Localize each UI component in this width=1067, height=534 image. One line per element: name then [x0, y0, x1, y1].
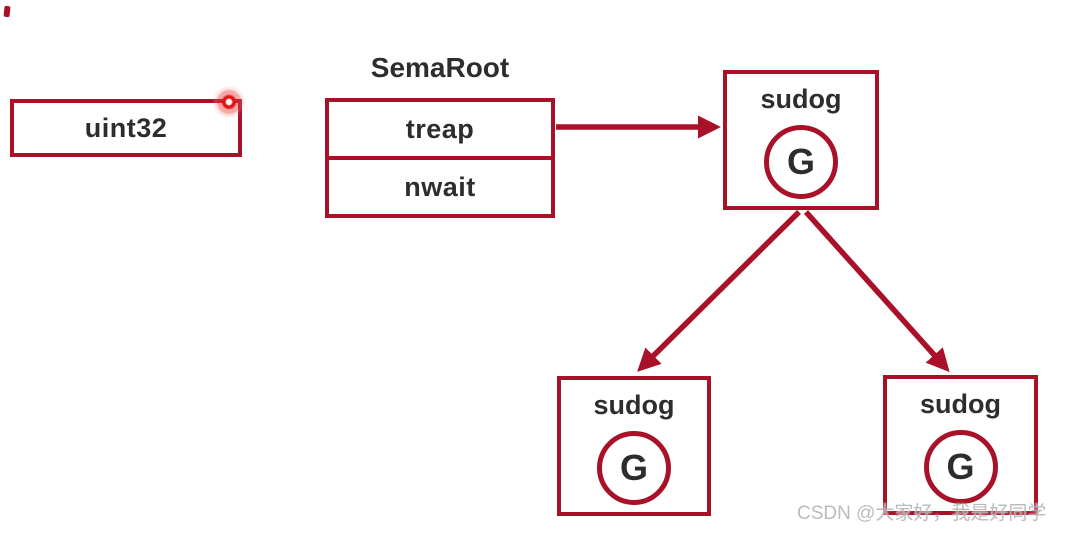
- goroutine-label-right: G: [946, 446, 975, 487]
- sudog-root-label: sudog: [760, 84, 842, 114]
- goroutine-circle-root: G: [764, 125, 838, 199]
- goroutine-circle-left: G: [597, 431, 671, 505]
- uint32-label: uint32: [84, 112, 168, 143]
- sudog-root-box: sudog G: [723, 70, 879, 210]
- arrow-sudog-to-right-child: [803, 210, 950, 373]
- semaroot-title: SemaRoot: [370, 52, 510, 83]
- nwait-label: nwait: [404, 171, 476, 202]
- goroutine-circle-right: G: [923, 430, 998, 504]
- sudog-left-box: sudog G: [557, 376, 711, 516]
- uint32-box: uint32: [10, 99, 242, 157]
- corner-mark: [3, 5, 11, 18]
- sudog-right-label: sudog: [920, 389, 1001, 419]
- sudog-left-label: sudog: [593, 390, 675, 420]
- semaroot-field-treap: treap: [329, 102, 551, 160]
- semaroot-box: treap nwait: [325, 98, 555, 218]
- semaroot-field-nwait: nwait: [329, 160, 551, 214]
- treap-label: treap: [405, 113, 475, 144]
- arrow-sudog-to-left-child: [637, 210, 801, 372]
- goroutine-label-left: G: [619, 447, 648, 488]
- watermark: CSDN @大家好，我是好同学: [797, 503, 1047, 524]
- goroutine-label-root: G: [786, 141, 815, 182]
- sudog-right-box: sudog G: [883, 375, 1038, 515]
